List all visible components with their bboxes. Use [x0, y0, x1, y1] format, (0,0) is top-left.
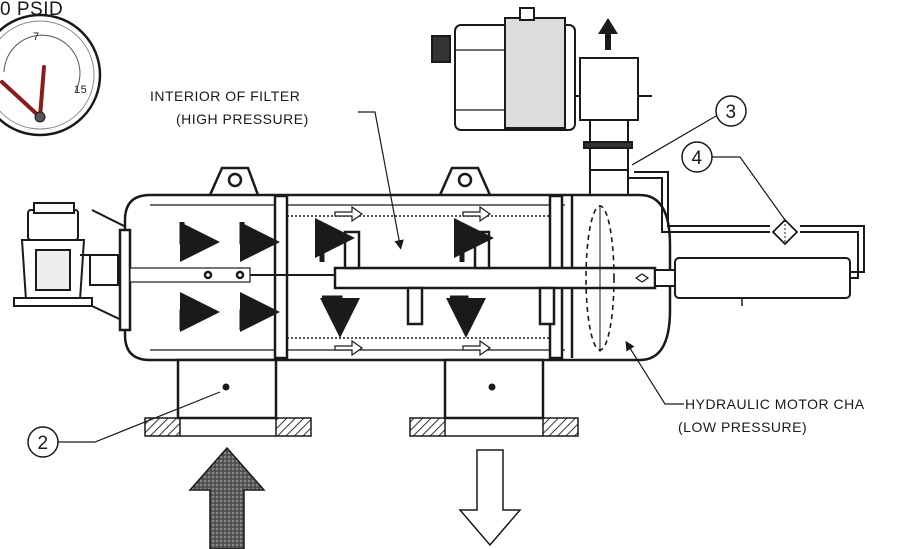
- callout-2: 2: [27, 391, 221, 458]
- inlet-port-dot: [222, 383, 230, 391]
- gauge-tick-15: 15: [74, 84, 87, 96]
- svg-text:4: 4: [691, 148, 702, 169]
- inlet-flow-arrow: [188, 446, 266, 549]
- outlet-flow-arrow: [458, 449, 522, 547]
- gauge-pivot: [34, 111, 46, 123]
- flow-arrows: [179, 218, 494, 338]
- gauge-tick-7: 7: [33, 31, 40, 43]
- drive-motor: [13, 202, 133, 326]
- outlet-port-dot: [488, 383, 496, 391]
- pressure-gauge: 0 PSID 7 15: [0, 0, 102, 137]
- sensing-piping: [589, 170, 865, 279]
- filter-vessel: [118, 166, 672, 420]
- motor-chamber-label: HYDRAULIC MOTOR CHA (LOW PRESSURE): [625, 340, 865, 435]
- gauge-needle-reference: [0, 80, 42, 119]
- interior-label: INTERIOR OF FILTER (HIGH PRESSURE): [150, 88, 404, 250]
- svg-text:2: 2: [37, 433, 48, 454]
- screen-flow-arrows: [334, 205, 492, 357]
- motor-label-line2: (LOW PRESSURE): [678, 419, 807, 435]
- svg-text:3: 3: [725, 102, 736, 123]
- callout-4: 4: [681, 141, 786, 221]
- base-plates: [144, 417, 579, 437]
- gauge-needle: [38, 65, 46, 119]
- gauge-inner-ring: [0, 20, 95, 130]
- gauge-dial: [0, 13, 102, 137]
- hydraulic-cylinder: [654, 257, 851, 306]
- vent-up-arrow: [598, 18, 618, 50]
- interior-label-line1: INTERIOR OF FILTER: [150, 88, 300, 104]
- callout-3: 3: [631, 95, 747, 166]
- motor-label-line1: HYDRAULIC MOTOR CHA: [685, 396, 865, 412]
- gauge-scale-arc: [3, 34, 81, 93]
- control-valve: [431, 7, 652, 171]
- interior-label-line2: (HIGH PRESSURE): [176, 111, 309, 127]
